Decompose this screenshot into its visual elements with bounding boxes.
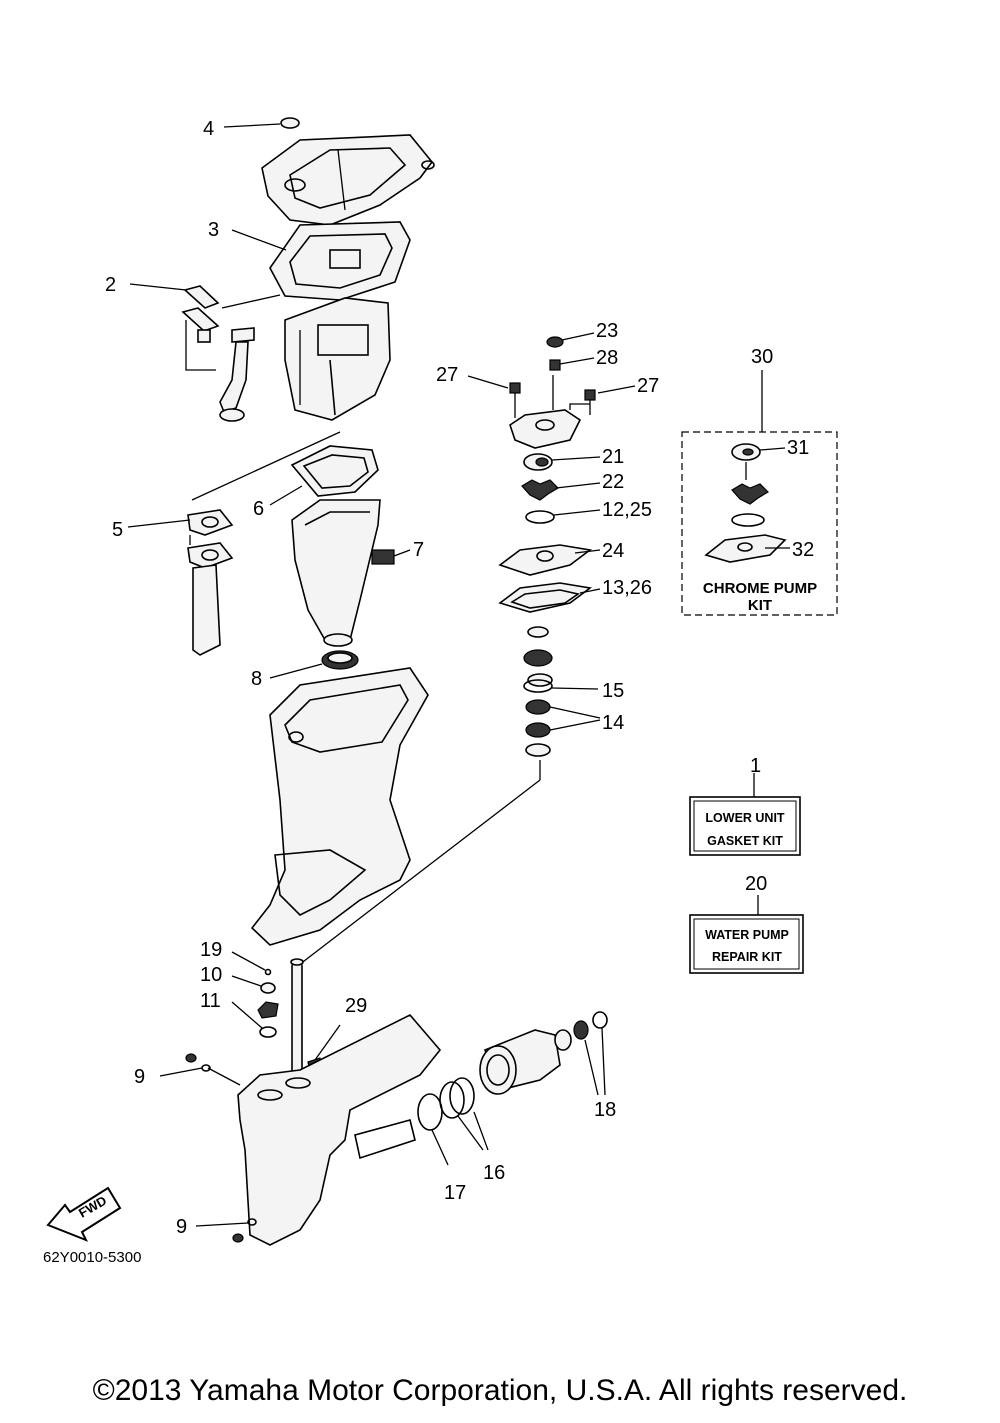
callout-7: 7 [413,539,424,561]
callout-11: 11 [200,990,221,1012]
callout-28: 28 [596,347,618,369]
exhaust-pipe [291,499,381,647]
lower-unit-kit-line2: GASKET KIT [707,834,783,848]
callout-18: 18 [594,1099,616,1121]
propeller-shaft-housing [417,1011,608,1166]
callout-27-left: 27 [436,364,458,386]
exhaust-guide-housing [284,297,391,421]
callout-6: 6 [253,498,264,520]
part-5-exhaust-seal [127,431,341,656]
callout-24: 24 [602,540,624,562]
part-4-plug [223,117,300,129]
water-pump-repair-kit-box [689,895,804,974]
callout-31: 31 [787,437,809,459]
water-pump-assembly [467,332,636,780]
copyright-notice: ©2013 Yamaha Motor Corporation, U.S.A. A… [92,1374,908,1407]
callout-32: 32 [792,539,814,561]
part-8-seal [269,650,359,679]
callout-13-26: 13,26 [602,577,652,599]
callout-14: 14 [602,712,624,734]
fwd-arrow-icon: FWD [46,1186,122,1242]
part-3-gasket [231,221,411,301]
callout-9-upper: 9 [134,1066,145,1088]
callout-8: 8 [251,668,262,690]
callout-10: 10 [200,964,222,986]
callout-9-lower: 9 [176,1216,187,1238]
callout-4: 4 [203,118,214,140]
callout-17: 17 [444,1182,466,1204]
lower-unit-kit-line1: LOWER UNIT [705,811,785,825]
callout-23: 23 [596,320,618,342]
gearcase [159,1014,442,1246]
part-7-damper [371,549,411,565]
callout-21: 21 [602,446,624,468]
callout-27-right: 27 [637,375,659,397]
part-code: 62Y0010-5300 [43,1249,141,1266]
callout-12-25: 12,25 [602,499,652,521]
callout-20: 20 [745,873,767,895]
callout-30: 30 [751,346,773,368]
water-pump-kit-line2: REPAIR KIT [712,950,782,964]
callout-3: 3 [208,219,219,241]
callout-5: 5 [112,519,123,541]
callout-1: 1 [750,755,761,777]
chrome-pump-kit [681,370,838,616]
callout-16: 16 [483,1162,505,1184]
upper-cover-plate [261,134,435,226]
water-pump-kit-line1: WATER PUMP [705,928,789,942]
part-2-gasket-pipe [129,283,281,422]
callout-29: 29 [345,995,367,1017]
lower-unit-gasket-kit-box [689,773,801,856]
callout-22: 22 [602,471,624,493]
part-6-gasket [269,445,379,506]
chrome-pump-kit-line2: KIT [748,597,772,614]
callout-2: 2 [105,274,116,296]
callout-15: 15 [602,680,624,702]
chrome-pump-kit-line1: CHROME PUMP [703,580,817,597]
upper-casing [250,667,541,969]
callout-19: 19 [200,939,222,961]
